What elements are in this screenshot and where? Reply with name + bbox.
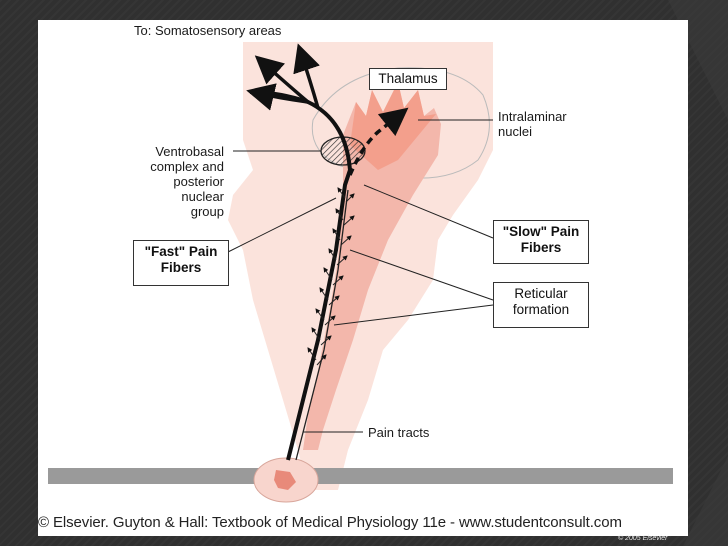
pain-pathway-figure: To: Somatosensory areas Thalamus Intrala… — [38, 20, 688, 542]
thalamus-label: Thalamus — [369, 68, 447, 90]
publisher-note: © 2005 Elsevier — [618, 535, 668, 542]
somatosensory-arrow-3 — [293, 43, 320, 109]
slow-pain-dashed-arrow — [348, 107, 409, 176]
somatosensory-arrow-2 — [254, 55, 310, 104]
slide-corner-decoration — [683, 456, 728, 546]
slow-pain-tract — [295, 189, 349, 461]
reticular-formation-label: Reticular formation — [493, 282, 589, 328]
slow-pain-fibers-label: "Slow" Pain Fibers — [493, 220, 589, 264]
spinal-gray-matter — [274, 470, 296, 490]
intralaminar-nuclei-label: Intralaminar nuclei — [498, 109, 567, 139]
fast-pain-fibers-label: "Fast" Pain Fibers — [133, 240, 229, 286]
somatosensory-arrow-1 — [246, 83, 309, 111]
tract-region — [303, 82, 441, 450]
leader-lines — [227, 119, 494, 433]
pain-tracts-label: Pain tracts — [368, 425, 430, 440]
ventrobasal-complex-label: Ventrobasal complex and posterior nuclea… — [150, 144, 224, 219]
reticular-branch-arrows — [307, 187, 355, 366]
pain-pathway-diagram — [48, 42, 673, 503]
spinal-cord-bar — [48, 468, 673, 484]
copyright-text: © Elsevier. Guyton & Hall: Textbook of M… — [38, 514, 622, 531]
somatosensory-label: To: Somatosensory areas — [134, 23, 282, 38]
